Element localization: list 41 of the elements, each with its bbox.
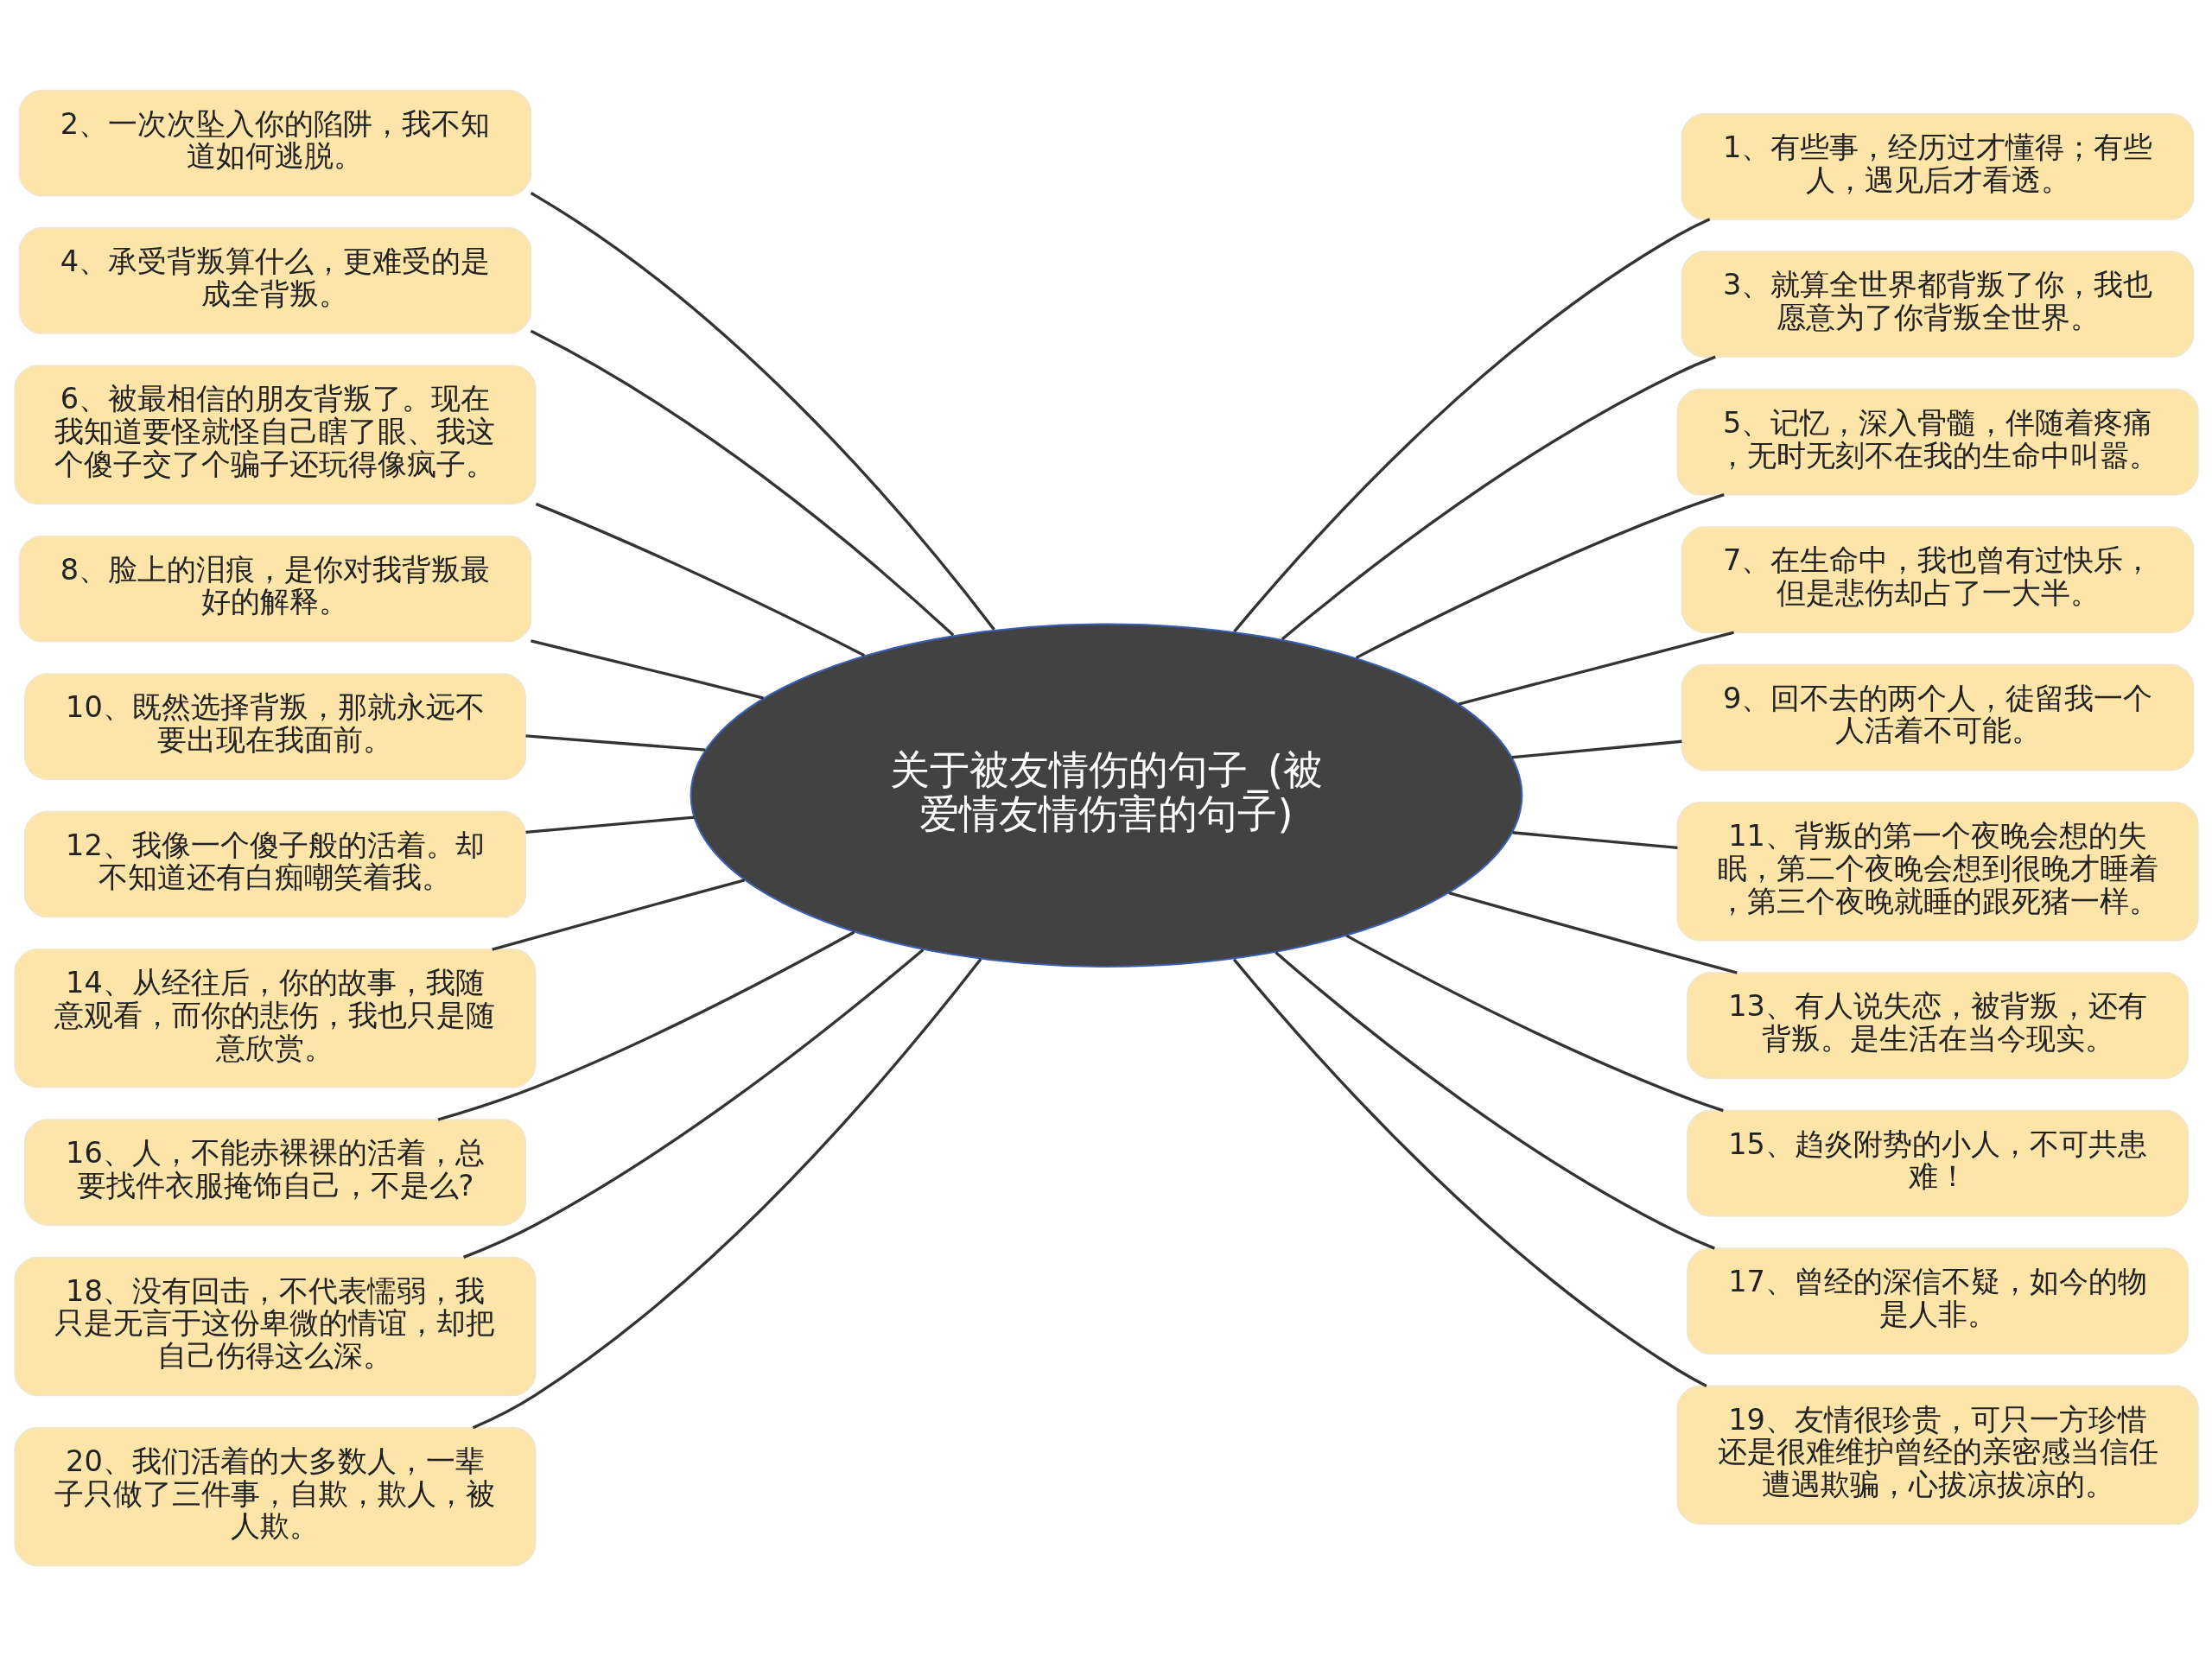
connector (1447, 891, 1738, 974)
node-box: 19、友情很珍贵，可只一方珍惜还是很难维护曾经的亲密感当信任遭遇欺骗，心拔凉拔凉的。 (1676, 1385, 2199, 1526)
connector (530, 639, 764, 700)
node-box: 18、没有回击，不代表懦弱，我只是无言于这份卑微的情谊，却把自己伤得这么深。 (13, 1256, 536, 1397)
node-box: 16、人，不能赤裸裸的活着，总要找件衣服掩饰自己，不是么? (23, 1119, 526, 1226)
connector (1232, 218, 1710, 633)
node-box: 6、被最相信的朋友背叛了。现在我知道要怪就怪自己瞎了眼、我这个傻子交了个骗子还玩得像疯子。 (13, 365, 536, 505)
node-box: 13、有人说失恋，被背叛，还有背叛。是生活在当今现实。 (1686, 972, 2189, 1080)
connector (1458, 631, 1734, 706)
connector (1355, 493, 1725, 659)
connector (1281, 355, 1716, 641)
connector (491, 879, 745, 951)
node-box: 5、记忆，深入骨髓，伴随着疼痛，无时无刻不在我的生命中叫嚣。 (1676, 388, 2199, 496)
connector (1232, 958, 1707, 1387)
node-box: 3、就算全世界都背叛了你，我也愿意为了你背叛全世界。 (1681, 251, 2194, 358)
node-box: 20、我们活着的大多数人，一辈子只做了三件事，自欺，欺人，被人欺。 (13, 1426, 536, 1567)
connector (524, 734, 705, 752)
node-box: 14、从经往后，你的故事，我随意观看，而你的悲伤，我也只是随意欣赏。 (13, 949, 536, 1088)
connector (1510, 739, 1681, 759)
node-box: 15、趋炎附势的小人，不可共患难！ (1686, 1109, 2189, 1217)
node-box: 12、我像一个傻子般的活着。却不知道还有白痴嘲笑着我。 (23, 810, 526, 918)
node-box: 2、一次次坠入你的陷阱，我不知道如何逃脱。 (18, 89, 531, 197)
node-box: 4、承受背叛算什么，更难受的是成全背叛。 (18, 227, 531, 334)
connector (530, 329, 954, 637)
connector (436, 930, 855, 1121)
connector (524, 815, 695, 834)
connector (462, 949, 924, 1259)
node-box: 11、背叛的第一个夜晚会想的失眠，第二个夜晚会想到很晚才睡着，第三个夜晚就睡的跟死猪一样。 (1676, 802, 2199, 942)
connector (1344, 934, 1724, 1113)
connector (535, 502, 865, 657)
node-box: 7、在生命中，我也曾有过快乐，但是悲伤却占了一大半。 (1681, 526, 2194, 633)
node-box: 10、既然选择背叛，那就永远不要出现在我面前。 (23, 673, 526, 780)
connector (1511, 831, 1678, 850)
node-ellipse: 关于被友情伤的句子_(被爱情友情伤害的句子) (690, 623, 1522, 968)
connector (1274, 951, 1715, 1250)
node-box: 8、脸上的泪痕，是你对我背叛最好的解释。 (18, 535, 531, 643)
connector (472, 958, 982, 1430)
connector (530, 192, 995, 631)
node-box: 17、曾经的深信不疑，如今的物是人非。 (1686, 1247, 2189, 1355)
node-box: 1、有些事，经历过才懂得；有些人，遇见后才看透。 (1681, 112, 2194, 220)
node-box: 9、回不去的两个人，徒留我一个人活着不可能。 (1681, 663, 2194, 771)
